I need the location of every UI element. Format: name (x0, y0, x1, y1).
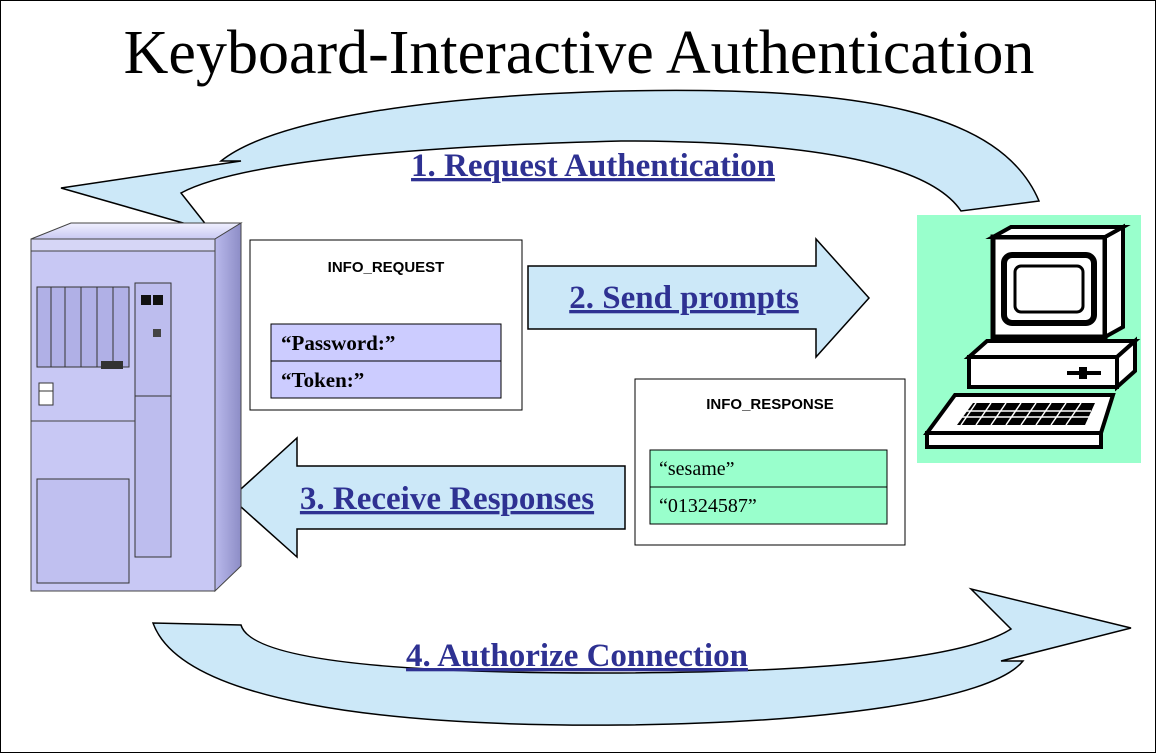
info-request-box: INFO_REQUEST “Password:” “Token:” (249, 239, 523, 411)
step-label-authorize-connection: 4. Authorize Connection (406, 638, 748, 674)
arrow-receive-responses (229, 436, 626, 559)
step-label-receive-responses: 3. Receive Responses (300, 481, 594, 517)
arrow-send-prompts (527, 237, 871, 359)
info-response-box: INFO_RESPONSE “sesame” “01324587” (634, 378, 906, 546)
server-icon (30, 222, 243, 593)
slide-title: Keyboard-Interactive Authentication (123, 19, 1035, 87)
info-response-field: “01324587” (659, 495, 757, 517)
info-request-field: “Password:” (281, 331, 395, 355)
step-label-send-prompts: 2. Send prompts (569, 280, 799, 316)
curved-arrow-request (60, 89, 1041, 233)
step-label-request-authentication: 1. Request Authentication (411, 148, 775, 184)
info-request-title: INFO_REQUEST (328, 259, 445, 276)
computer-icon (917, 215, 1141, 463)
info-request-field: “Token:” (281, 368, 364, 392)
curved-arrow-authorize (151, 587, 1132, 726)
info-response-title: INFO_RESPONSE (706, 396, 834, 413)
info-response-field: “sesame” (659, 458, 735, 480)
